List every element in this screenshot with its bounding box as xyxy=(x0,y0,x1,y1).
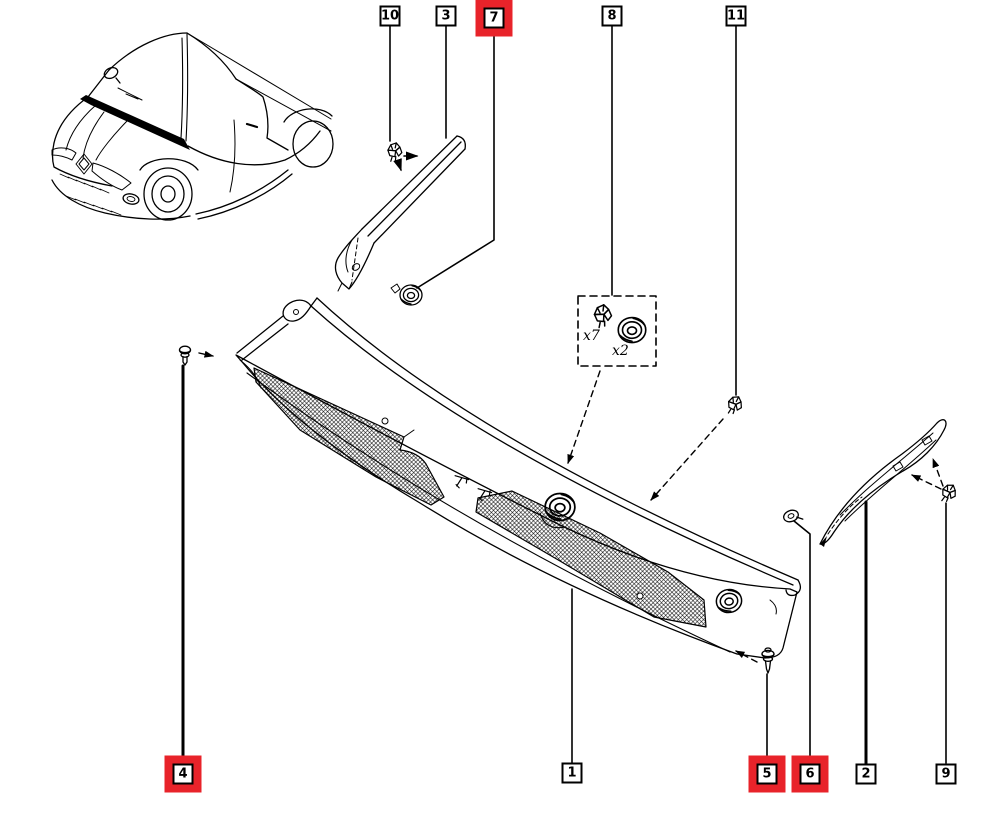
left-mesh-grille xyxy=(253,367,445,506)
callout-number: 11 xyxy=(726,8,746,24)
callout-number: 9 xyxy=(941,766,951,782)
clip-10-fit-arrows xyxy=(393,151,419,172)
panel-right-grommet xyxy=(713,586,745,616)
clip-11-part xyxy=(726,395,744,415)
callout-box-6[interactable]: 6 xyxy=(799,763,821,785)
clip-10-part xyxy=(386,141,404,163)
side-trim-left-part xyxy=(334,135,466,292)
callout-number: 8 xyxy=(607,8,617,24)
callout-box-1[interactable]: 1 xyxy=(561,762,583,784)
callout-number: 7 xyxy=(489,10,499,26)
kit-clip-quantity-label: x7 xyxy=(583,328,600,344)
callout-number: 3 xyxy=(441,8,451,24)
callout-box-11[interactable]: 11 xyxy=(725,5,747,27)
fastener-kit-box xyxy=(577,295,657,367)
kit-grommet-quantity-label: x2 xyxy=(612,343,629,359)
callout-box-8[interactable]: 8 xyxy=(601,5,623,27)
callout-number: 4 xyxy=(178,766,188,782)
callout-number: 6 xyxy=(805,766,815,782)
callout-box-9[interactable]: 9 xyxy=(935,763,957,785)
callout-number: 10 xyxy=(380,8,400,24)
callout-box-4[interactable]: 4 xyxy=(172,763,194,785)
callout-box-2[interactable]: 2 xyxy=(855,763,877,785)
cowl-grille-panel-part xyxy=(235,297,802,659)
callout-box-3[interactable]: 3 xyxy=(435,5,457,27)
washer-6-part xyxy=(783,509,804,523)
callout-box-5[interactable]: 5 xyxy=(756,763,778,785)
brand-diamond-icon xyxy=(75,153,93,175)
right-mesh-grille xyxy=(475,490,707,628)
grommet-7-part xyxy=(390,283,423,306)
side-trim-right-part xyxy=(819,419,947,547)
leader-lines xyxy=(181,25,947,766)
vehicle-thumbnail xyxy=(51,32,334,221)
panel-centre-grommet xyxy=(539,492,576,529)
callout-box-7[interactable]: 7 xyxy=(483,7,505,29)
push-rivet-4-part xyxy=(178,345,192,366)
push-rivet-5-part xyxy=(761,647,775,674)
callout-number: 1 xyxy=(567,765,577,781)
cowl-highlight-band xyxy=(80,95,190,150)
kit-clip-icon xyxy=(591,302,615,329)
kit-grommet-icon xyxy=(617,316,647,344)
callout-number: 5 xyxy=(762,766,772,782)
wiper-spindle-marks xyxy=(454,475,493,502)
callout-number: 2 xyxy=(861,766,871,782)
callout-box-10[interactable]: 10 xyxy=(379,5,401,27)
fitting-arrows xyxy=(198,350,944,663)
